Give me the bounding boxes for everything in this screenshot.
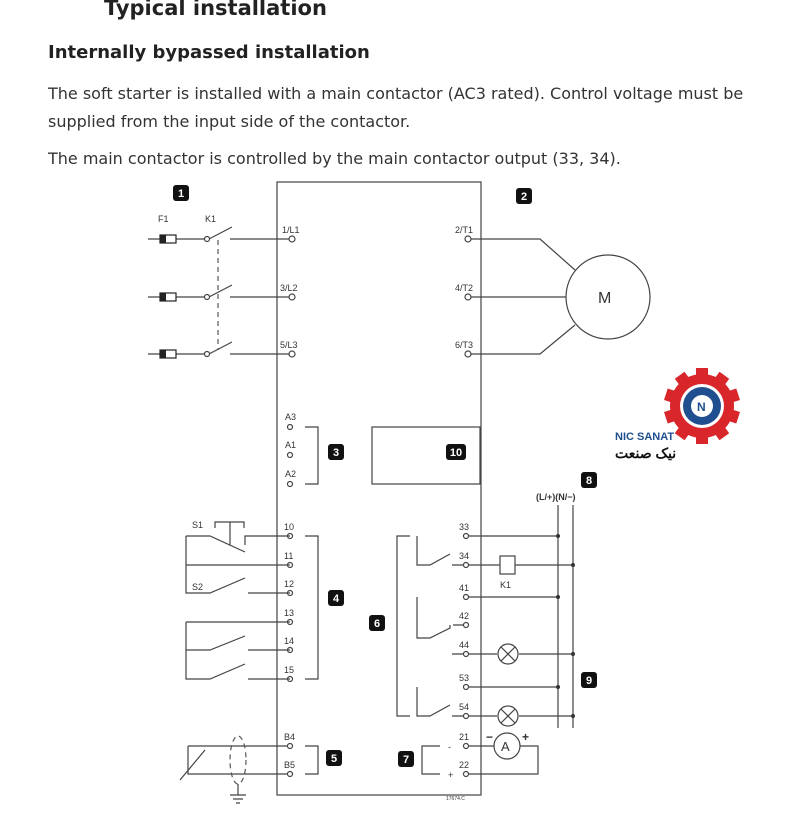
badge-label: 2 xyxy=(521,191,527,203)
k1-coil xyxy=(499,555,516,575)
svg-text:1/L1: 1/L1 xyxy=(282,225,300,235)
terminal-label: 41 xyxy=(459,583,469,593)
badge xyxy=(326,750,342,766)
phase-line xyxy=(148,226,290,240)
svg-text:+: + xyxy=(448,770,453,780)
svg-text:22: 22 xyxy=(459,760,469,770)
badge-label: 9 xyxy=(586,675,592,687)
svg-text:A3: A3 xyxy=(285,412,296,422)
fuse-label: F1 xyxy=(158,214,169,224)
svg-text:6/T3: 6/T3 xyxy=(455,340,473,350)
terminal-label: 33 xyxy=(459,522,469,532)
power-input: F1 K1 1/L1 3/L2 5/L3 xyxy=(148,214,300,359)
badge-label: 7 xyxy=(403,754,409,766)
phase-line xyxy=(148,341,290,355)
badge-label: 4 xyxy=(333,593,340,605)
svg-text:NIC SANAT: NIC SANAT xyxy=(615,431,674,443)
svg-text:S2: S2 xyxy=(192,582,203,592)
page-heading: Typical installation xyxy=(104,0,327,20)
svg-text:S1: S1 xyxy=(192,520,203,530)
badge xyxy=(581,472,597,488)
terminal-label: 12 xyxy=(284,579,294,589)
svg-text:−: − xyxy=(486,730,493,744)
terminal xyxy=(462,561,470,569)
paragraph: The main contactor is controlled by the … xyxy=(48,149,621,168)
svg-text:A1: A1 xyxy=(285,440,296,450)
terminal-label: 53 xyxy=(459,673,469,683)
terminal xyxy=(462,621,470,629)
badge xyxy=(581,672,597,688)
svg-text:+: + xyxy=(522,730,529,744)
terminal-label: 13 xyxy=(284,608,294,618)
terminal-label: 14 xyxy=(284,636,294,646)
motor-symbol xyxy=(565,254,651,340)
svg-text:21: 21 xyxy=(459,732,469,742)
relay-outputs: 33 34 41 42 44 53 54 K1 (L/+)(N/−) 21 22 - + A… xyxy=(396,492,576,802)
terminal-label: 15 xyxy=(284,665,294,675)
terminal-label: 34 xyxy=(459,551,469,561)
terminal xyxy=(462,683,470,691)
svg-text:17674.C: 17674.C xyxy=(446,796,465,802)
badge xyxy=(328,590,344,606)
terminal-label: 42 xyxy=(459,611,469,621)
paragraph: The soft starter is installed with a mai… xyxy=(48,84,744,131)
svg-text:نیک صنعت: نیک صنعت xyxy=(615,445,676,461)
svg-text:A: A xyxy=(501,739,510,754)
badge-label: 6 xyxy=(374,618,380,630)
svg-text:(L/+)(N/−): (L/+)(N/−) xyxy=(536,492,576,502)
badge-label: 10 xyxy=(450,447,462,459)
badge xyxy=(328,444,344,460)
motor-label: M xyxy=(598,290,611,307)
svg-text:K1: K1 xyxy=(500,580,511,590)
terminal xyxy=(462,650,470,658)
svg-text:4/T2: 4/T2 xyxy=(455,283,473,293)
badge xyxy=(516,188,532,204)
badge-label: 8 xyxy=(586,475,592,487)
badge-label: 5 xyxy=(331,753,337,765)
badge-label: 3 xyxy=(333,447,339,459)
terminal xyxy=(462,712,470,720)
terminal xyxy=(462,593,470,601)
svg-text:5/L3: 5/L3 xyxy=(280,340,298,350)
svg-text:N: N xyxy=(697,400,706,414)
motor-output: 2/T1 4/T2 6/T3 M xyxy=(455,225,651,358)
nic-sanat-logo: N NIC SANAT نیک صنعت xyxy=(615,368,740,461)
badge xyxy=(398,751,414,767)
svg-text:A2: A2 xyxy=(285,469,296,479)
terminal-label: 10 xyxy=(284,522,294,532)
terminal-label: 44 xyxy=(459,640,469,650)
phase-line xyxy=(148,284,290,298)
control-supply: A3 A1 A2 xyxy=(285,412,481,488)
svg-text:2/T1: 2/T1 xyxy=(455,225,473,235)
control-inputs: 10 11 12 13 14 15 S1 S2 B4 B5 xyxy=(179,520,319,804)
svg-text:-: - xyxy=(448,742,451,752)
terminal-label: 54 xyxy=(459,702,469,712)
svg-text:B4: B4 xyxy=(284,732,295,742)
terminal xyxy=(462,532,470,540)
svg-text:B5: B5 xyxy=(284,760,295,770)
svg-text:3/L2: 3/L2 xyxy=(280,283,298,293)
badge xyxy=(173,185,189,201)
terminal-label: 11 xyxy=(284,551,293,561)
badge xyxy=(369,615,385,631)
badge-label: 1 xyxy=(178,188,184,200)
contactor-label: K1 xyxy=(205,214,216,224)
section-heading: Internally bypassed installation xyxy=(48,42,370,63)
soft-starter-box xyxy=(276,181,482,796)
badge xyxy=(446,444,466,460)
